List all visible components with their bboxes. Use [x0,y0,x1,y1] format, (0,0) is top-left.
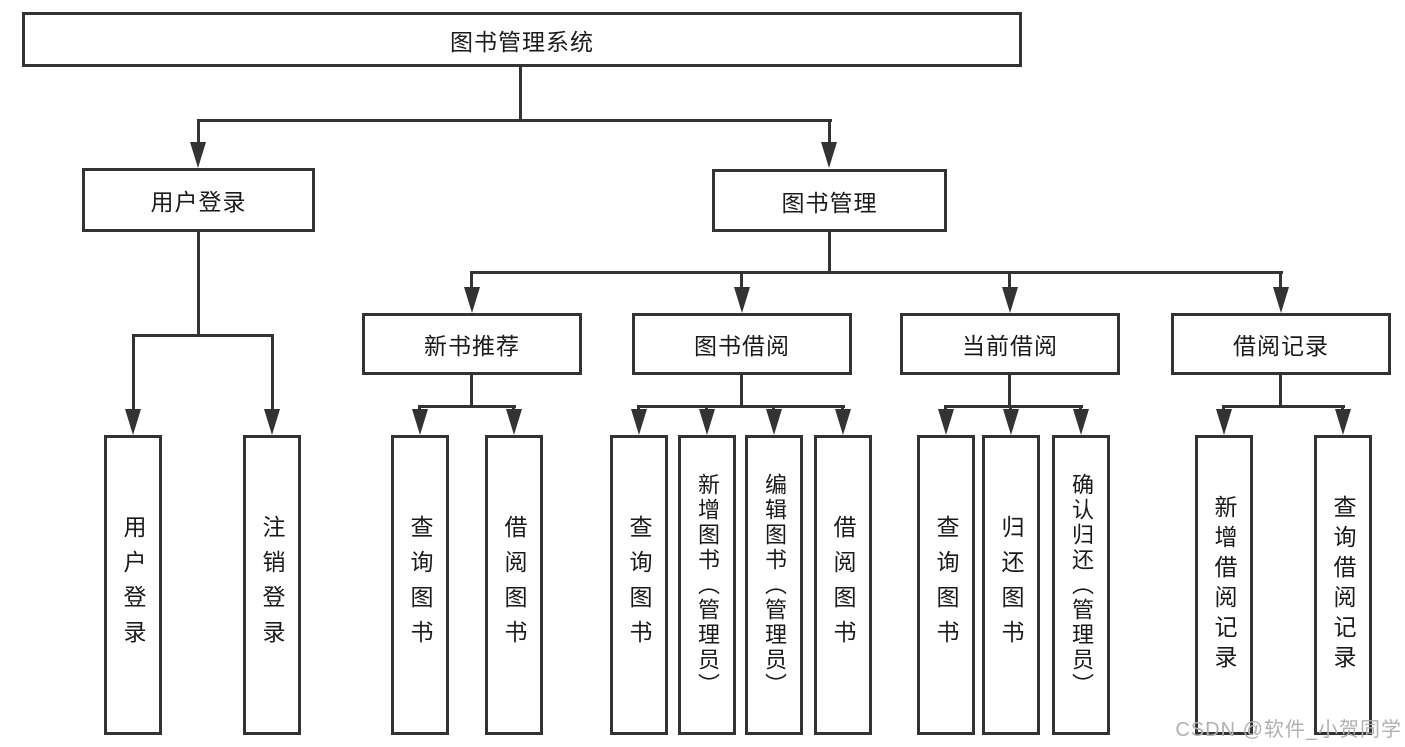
node-label: 查询图书 [407,515,433,655]
leaf-logout: 注销登录 [243,435,301,735]
csdn-watermark: CSDN @软件_小贺同学 [1175,719,1402,741]
connector-line [418,405,516,408]
arrowhead-down-icon [264,409,280,435]
node-label: 借阅图书 [830,515,856,655]
node-new-book-recommendation: 新书推荐 [362,313,582,375]
node-library-management-system: 图书管理系统 [22,12,1022,67]
arrowhead-down-icon [734,287,750,313]
node-user-login: 用户登录 [82,168,315,232]
node-label: 新增图书（管理员） [695,472,720,698]
connector-line [944,405,1083,408]
leaf-query-books-current: 查询图书 [917,435,975,735]
leaf-add-books-admin: 新增图书（管理员） [678,435,736,735]
arrowhead-down-icon [1216,409,1232,435]
node-label: 确认归还（管理员） [1069,472,1094,698]
connector-line [740,271,743,291]
node-book-management: 图书管理 [712,169,947,232]
connector-line [1222,405,1345,408]
arrowhead-down-icon [766,409,782,435]
leaf-borrow-books: 借阅图书 [814,435,872,735]
node-borrowing-records: 借阅记录 [1171,313,1391,375]
arrowhead-down-icon [190,142,206,168]
node-book-borrowing: 图书借阅 [632,313,852,375]
connector-line [637,405,845,408]
connector-line [470,271,1283,274]
node-label: 查询图书 [626,515,652,655]
node-label: 用户登录 [150,189,247,215]
arrowhead-down-icon [125,409,141,435]
node-label: 当前借阅 [962,333,1058,359]
arrowhead-down-icon [835,409,851,435]
connector-line [1008,271,1011,291]
connector-line [271,334,274,411]
arrowhead-down-icon [1273,287,1289,313]
arrowhead-down-icon [412,409,428,435]
arrowhead-down-icon [1073,409,1089,435]
arrowhead-down-icon [631,409,647,435]
node-label: 归还图书 [998,515,1024,655]
leaf-user-login: 用户登录 [104,435,162,735]
connector-line [828,232,831,274]
node-label: 查询图书 [933,515,959,655]
node-label: 图书借阅 [694,333,790,359]
arrowhead-down-icon [506,409,522,435]
connector-line [1279,271,1282,291]
connector-line [519,67,522,120]
connector-line [470,271,473,291]
connector-line [197,119,200,144]
node-label: 编辑图书（管理员） [762,472,787,698]
arrowhead-down-icon [1335,409,1351,435]
leaf-return-books: 归还图书 [982,435,1040,735]
leaf-add-borrow-record: 新增借阅记录 [1195,435,1253,735]
connector-line [132,334,274,337]
connector-line [740,375,743,408]
arrowhead-down-icon [1003,409,1019,435]
arrowhead-down-icon [938,409,954,435]
arrowhead-down-icon [1002,287,1018,313]
arrowhead-down-icon [821,142,837,168]
leaf-edit-books-admin: 编辑图书（管理员） [745,435,803,735]
connector-line [197,119,832,122]
node-label: 注销登录 [259,515,285,655]
node-label: 借阅记录 [1233,333,1329,359]
leaf-confirm-return-admin: 确认归还（管理员） [1052,435,1110,735]
connector-line [470,375,473,408]
arrowhead-down-icon [464,287,480,313]
node-label: 图书管理系统 [450,28,594,55]
arrowhead-down-icon [699,409,715,435]
leaf-query-books-recommend: 查询图书 [391,435,449,735]
node-label: 新增借阅记录 [1211,495,1237,675]
connector-line [1279,375,1282,408]
node-label: 新书推荐 [424,333,520,359]
node-label: 用户登录 [120,515,146,655]
connector-line [1008,375,1011,408]
connector-line [828,119,831,144]
node-label: 图书管理 [781,189,878,216]
connector-line [132,334,135,411]
leaf-borrow-books-recommend: 借阅图书 [485,435,543,735]
connector-line [197,232,200,336]
node-label: 查询借阅记录 [1330,495,1356,675]
leaf-query-books-borrow: 查询图书 [610,435,668,735]
node-current-borrowing: 当前借阅 [900,313,1120,375]
node-label: 借阅图书 [501,515,527,655]
leaf-query-borrow-record: 查询借阅记录 [1314,435,1372,735]
